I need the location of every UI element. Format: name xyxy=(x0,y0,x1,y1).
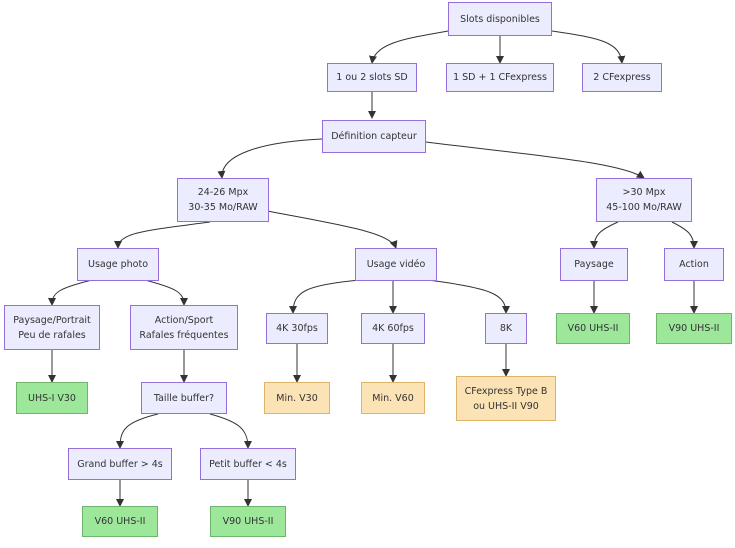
edge-high-landscape xyxy=(590,221,619,249)
node-4k-30fps: 4K 30fps xyxy=(266,313,328,344)
node-action-sport: Action/Sport Rafales fréquentes xyxy=(130,305,238,350)
edge-high-action xyxy=(671,221,698,249)
node-label: 8K xyxy=(499,323,513,334)
node-taille-buffer: Taille buffer? xyxy=(141,382,227,414)
edge-photo-portrait xyxy=(48,279,93,306)
node-label: Taille buffer? xyxy=(153,392,215,404)
node-label-line1: Action/Sport xyxy=(154,314,214,326)
node-petit-buffer: Petit buffer < 4s xyxy=(200,448,296,480)
node-label: Usage vidéo xyxy=(366,259,426,270)
node-label: Usage photo xyxy=(87,259,149,270)
node-v90-uhs2-buffer: V90 UHS-II xyxy=(210,506,286,537)
node-uhs1-v30: UHS-I V30 xyxy=(16,382,88,414)
node-grand-buffer: Grand buffer > 4s xyxy=(68,448,172,480)
edge-buffer-small xyxy=(209,413,252,449)
node-4k-60fps: 4K 60fps xyxy=(361,313,425,344)
node-mid-resolution: 24-26 Mpx 30-35 Mo/RAW xyxy=(177,178,269,222)
node-label-line1: >30 Mpx xyxy=(622,187,666,198)
node-label: Min. V30 xyxy=(276,392,318,404)
node-label-line2: ou UHS-II V90 xyxy=(473,400,539,412)
node-label: V90 UHS-II xyxy=(222,516,274,527)
node-high-resolution: >30 Mpx 45-100 Mo/RAW xyxy=(596,178,692,222)
edge-buffer-big xyxy=(116,413,159,449)
node-label-line2: Rafales fréquentes xyxy=(139,329,229,341)
node-label: 1 SD + 1 CFexpress xyxy=(453,72,547,83)
node-label: Min. V60 xyxy=(372,392,414,404)
node-label: 4K 30fps xyxy=(276,323,318,334)
node-label-line2: Peu de rafales xyxy=(18,329,86,341)
node-usage-photo: Usage photo xyxy=(77,248,159,281)
node-v60-uhs2-buffer: V60 UHS-II xyxy=(82,506,158,537)
node-label: Grand buffer > 4s xyxy=(77,458,163,470)
node-sd-cfexpress: 1 SD + 1 CFexpress xyxy=(446,63,554,92)
node-min-v60: Min. V60 xyxy=(361,382,425,414)
edge-video-4k30 xyxy=(289,279,361,314)
node-label: UHS-I V30 xyxy=(28,392,76,404)
edge-mid-video xyxy=(261,209,398,249)
node-label-line1: CFexpress Type B xyxy=(464,385,548,397)
node-cfexpress-type-b: CFexpress Type B ou UHS-II V90 xyxy=(456,376,556,421)
node-action: Action xyxy=(664,248,724,281)
edge-sensor-high xyxy=(425,141,645,179)
node-label: V60 UHS-II xyxy=(94,516,146,527)
node-label: 1 ou 2 slots SD xyxy=(336,72,408,83)
node-label: 2 CFexpress xyxy=(593,72,651,83)
node-v90-uhs2-high: V90 UHS-II xyxy=(656,313,732,344)
node-label: Définition capteur xyxy=(331,131,417,142)
node-label: Slots disponibles xyxy=(460,13,540,25)
edge-photo-sport xyxy=(144,279,188,306)
edge-sensor-mid xyxy=(217,138,323,179)
node-label-line2: 30-35 Mo/RAW xyxy=(188,202,258,213)
node-sd-slots: 1 ou 2 slots SD xyxy=(327,63,417,92)
node-label-line1: 24-26 Mpx xyxy=(197,187,249,198)
node-slots-disponibles: Slots disponibles xyxy=(448,2,552,36)
node-min-v30: Min. V30 xyxy=(264,382,330,414)
node-two-cfexpress: 2 CFexpress xyxy=(582,63,662,92)
edge-mid-photo xyxy=(114,221,211,249)
node-label: V90 UHS-II xyxy=(668,323,720,334)
node-paysage-portrait: Paysage/Portrait Peu de rafales xyxy=(4,305,100,350)
node-label: Paysage xyxy=(574,259,614,270)
node-label-line2: 45-100 Mo/RAW xyxy=(606,202,682,213)
edge-video-8k xyxy=(427,279,510,314)
node-usage-video: Usage vidéo xyxy=(355,248,437,281)
node-8k: 8K xyxy=(485,313,527,344)
edge-slots-cf2 xyxy=(551,30,626,64)
node-v60-uhs2-high: V60 UHS-II xyxy=(556,313,630,344)
node-label: Petit buffer < 4s xyxy=(209,458,287,470)
node-label: 4K 60fps xyxy=(372,323,414,334)
edge-slots-sd xyxy=(369,30,449,64)
node-label: V60 UHS-II xyxy=(567,323,619,334)
node-paysage: Paysage xyxy=(560,248,628,281)
node-label-line1: Paysage/Portrait xyxy=(13,314,91,326)
node-definition-capteur: Définition capteur xyxy=(322,120,426,153)
node-label: Action xyxy=(679,259,709,270)
